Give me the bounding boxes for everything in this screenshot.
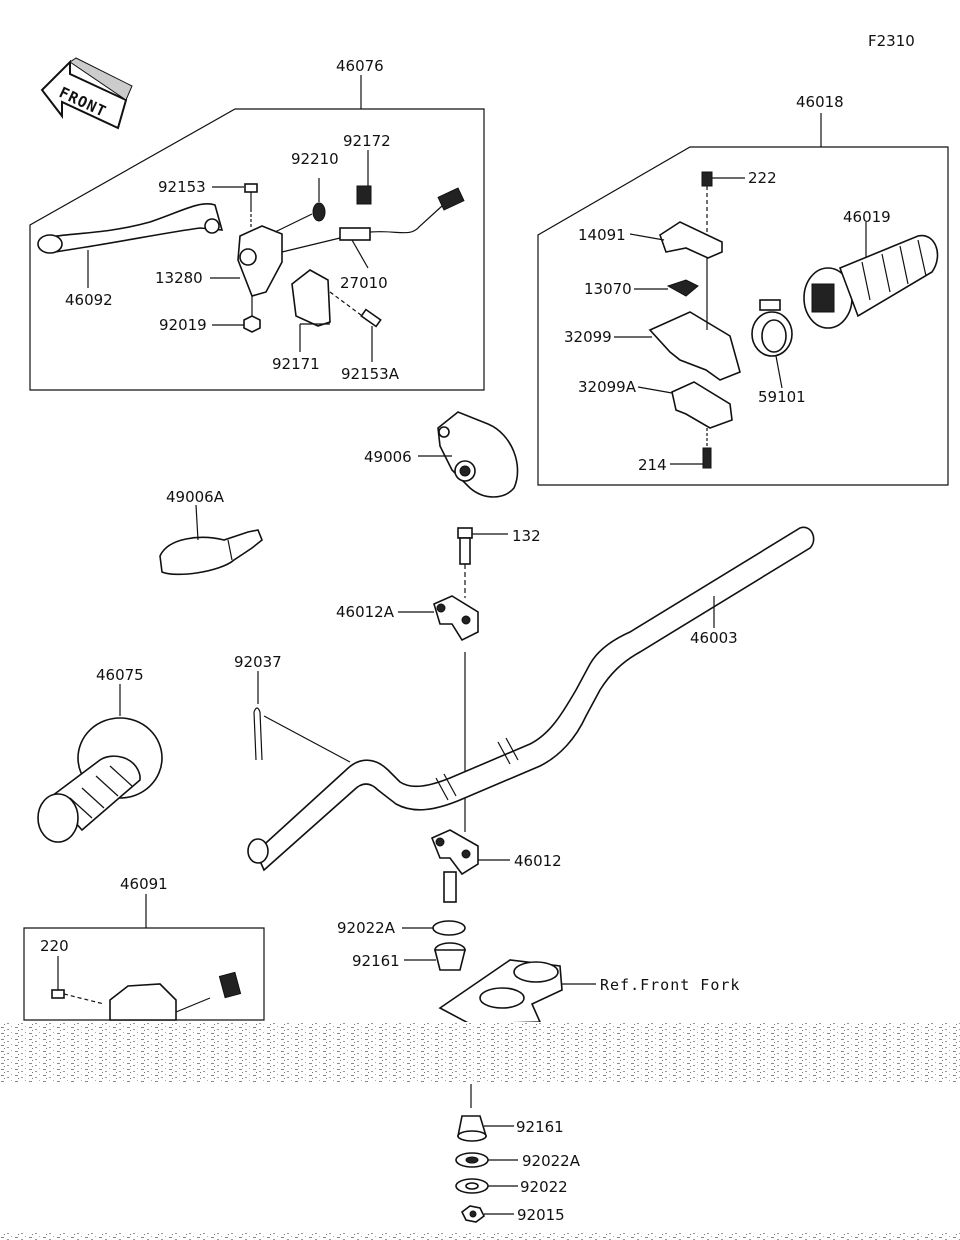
clutch-lever-assembly bbox=[29, 75, 485, 391]
washer-92022-icon bbox=[455, 1178, 489, 1194]
screw-214-icon bbox=[702, 447, 712, 469]
label-46075: 46075 bbox=[96, 666, 144, 684]
throttle-cover bbox=[659, 221, 723, 259]
throttle-assembly bbox=[537, 113, 949, 486]
label-46091: 46091 bbox=[120, 875, 168, 893]
scan-noise-bottom bbox=[0, 1232, 960, 1240]
damper-92161-bottom-icon bbox=[457, 1115, 488, 1142]
label-13070: 13070 bbox=[584, 280, 632, 298]
damper-92161-top-icon bbox=[433, 942, 467, 971]
label-46092: 46092 bbox=[65, 291, 113, 309]
label-59101: 59101 bbox=[758, 388, 806, 406]
label-92022a-bottom: 92022A bbox=[522, 1152, 581, 1170]
ref-front-fork: Ref.Front Fork bbox=[600, 976, 740, 994]
label-46076: 46076 bbox=[336, 57, 384, 75]
label-32099a: 32099A bbox=[578, 378, 637, 396]
throttle-housing-upper bbox=[648, 311, 741, 381]
label-92161-top: 92161 bbox=[352, 952, 400, 970]
grip-46075 bbox=[37, 717, 163, 843]
clutch-switch bbox=[339, 187, 465, 241]
label-92153: 92153 bbox=[158, 178, 206, 196]
bolt-92153a-icon bbox=[329, 291, 382, 328]
label-92153a: 92153A bbox=[341, 365, 400, 383]
label-92172: 92172 bbox=[343, 132, 391, 150]
switch-assembly bbox=[23, 894, 265, 1021]
nut-92015-icon bbox=[460, 1205, 486, 1223]
label-27010: 27010 bbox=[340, 274, 388, 292]
label-32099: 32099 bbox=[564, 328, 612, 346]
front-fork-clamp bbox=[438, 959, 563, 1025]
adjuster-92210-icon bbox=[312, 202, 326, 222]
upper-holder-46012a bbox=[433, 595, 479, 642]
label-46018: 46018 bbox=[796, 93, 844, 111]
label-92037: 92037 bbox=[234, 653, 282, 671]
washer-92022a-top-icon bbox=[432, 920, 466, 936]
label-222: 222 bbox=[748, 169, 777, 187]
label-49006: 49006 bbox=[364, 448, 412, 466]
lever-perch bbox=[237, 225, 283, 297]
cable-holder bbox=[751, 299, 793, 357]
label-13280: 13280 bbox=[155, 269, 203, 287]
lever-guard-49006a bbox=[159, 529, 263, 576]
throttle-housing-lower bbox=[671, 381, 733, 429]
label-220: 220 bbox=[40, 937, 69, 955]
lower-holder-46012 bbox=[430, 829, 479, 903]
bolt-132-icon bbox=[457, 527, 473, 565]
label-214: 214 bbox=[638, 456, 667, 474]
switch-assembly-box bbox=[23, 927, 265, 1021]
label-46012: 46012 bbox=[514, 852, 562, 870]
throttle-grip bbox=[803, 234, 939, 329]
clutch-lever bbox=[38, 203, 224, 254]
scan-noise-band bbox=[0, 1022, 960, 1082]
label-46019: 46019 bbox=[843, 208, 891, 226]
label-92171: 92171 bbox=[272, 355, 320, 373]
nut-92019-icon bbox=[243, 315, 261, 333]
perch-clamp bbox=[291, 269, 331, 327]
label-92019: 92019 bbox=[159, 316, 207, 334]
clutch-assembly-box bbox=[29, 108, 485, 391]
screw-220-icon bbox=[51, 989, 105, 1005]
figure-code: F2310 bbox=[868, 32, 915, 50]
throttle-assembly-box bbox=[537, 146, 949, 486]
label-92022: 92022 bbox=[520, 1178, 568, 1196]
clip-92037-icon bbox=[253, 707, 263, 761]
front-arrow-icon: FRONT bbox=[40, 57, 133, 130]
kill-switch bbox=[109, 983, 177, 1021]
label-46003: 46003 bbox=[690, 629, 738, 647]
lever-guard-49006 bbox=[437, 411, 519, 498]
bolt-92153-icon bbox=[244, 183, 258, 228]
label-49006a: 49006A bbox=[166, 488, 225, 506]
label-132: 132 bbox=[512, 527, 541, 545]
label-46012a: 46012A bbox=[336, 603, 395, 621]
label-92210: 92210 bbox=[291, 150, 339, 168]
screw-92172-icon bbox=[356, 185, 372, 205]
label-92022a-top: 92022A bbox=[337, 919, 396, 937]
handlebar-46003 bbox=[247, 526, 815, 872]
label-14091: 14091 bbox=[578, 226, 626, 244]
label-92015: 92015 bbox=[517, 1206, 565, 1224]
screw-222-icon bbox=[701, 171, 713, 187]
cable-guide-icon bbox=[666, 279, 699, 297]
washer-92022a-bottom-icon bbox=[455, 1152, 489, 1168]
label-92161-bottom: 92161 bbox=[516, 1118, 564, 1136]
